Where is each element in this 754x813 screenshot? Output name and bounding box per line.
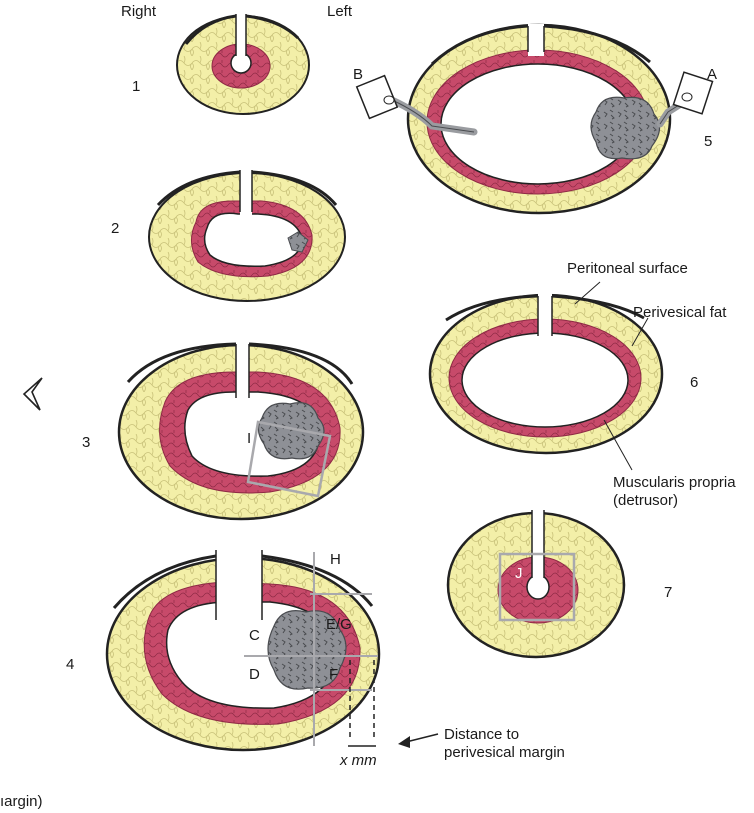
section-number-7: 7 (664, 584, 672, 601)
section-1 (177, 14, 309, 114)
section-label-eg: E/G (326, 616, 352, 633)
section-number-5: 5 (704, 133, 712, 150)
callout-muscularis-line2: (detrusor) (613, 492, 678, 509)
section-5 (357, 24, 713, 213)
callout-distance-line1: Distance to (444, 726, 519, 743)
callout-x-mm: x mm (340, 752, 377, 769)
section-number-4: 4 (66, 656, 74, 673)
section-4 (107, 548, 379, 750)
section-label-c: C (249, 627, 260, 644)
section-number-6: 6 (690, 374, 698, 391)
section-7 (448, 508, 624, 657)
footer-fragment: ıargin) (0, 793, 43, 810)
label-left: Left (327, 3, 352, 20)
section-label-a: A (707, 66, 717, 83)
callout-muscularis-line1: Muscularis propria (613, 474, 736, 491)
section-2 (149, 168, 345, 301)
section-label-b: B (353, 66, 363, 83)
cut-edge-arrow-icon (24, 378, 42, 410)
callout-peritoneal-surface: Peritoneal surface (567, 260, 688, 277)
label-right: Right (121, 3, 156, 20)
section-label-i: I (247, 430, 251, 447)
section-label-j: J (515, 565, 523, 582)
section-number-3: 3 (82, 434, 90, 451)
section-3 (119, 341, 363, 519)
callout-distance-line2: perivesical margin (444, 744, 565, 761)
pointer-arrow-icon (398, 734, 438, 748)
section-label-h: H (330, 551, 341, 568)
section-label-d: D (249, 666, 260, 683)
section-number-1: 1 (132, 78, 140, 95)
section-number-2: 2 (111, 220, 119, 237)
section-6 (430, 282, 662, 470)
callout-perivesical-fat: Perivesical fat (633, 304, 726, 321)
section-label-f: F (329, 666, 338, 683)
